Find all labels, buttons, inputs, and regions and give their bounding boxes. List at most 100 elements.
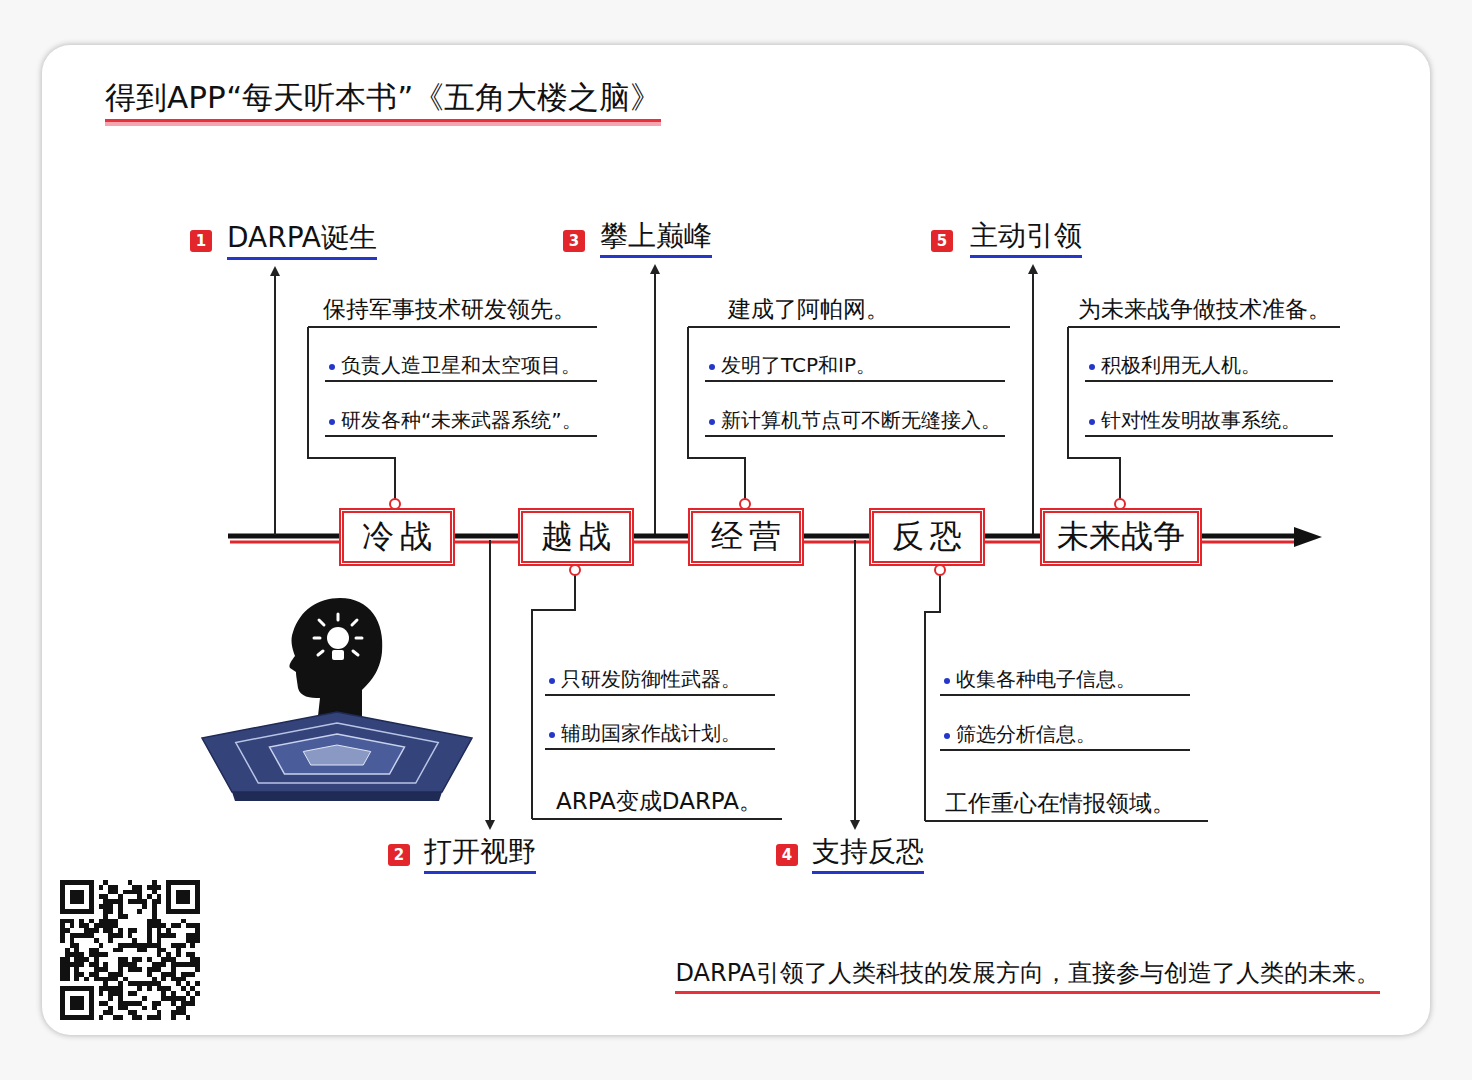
qr-module: [157, 923, 162, 928]
qr-module: [89, 962, 94, 967]
qr-module: [65, 957, 70, 962]
qr-module: [108, 923, 113, 928]
qr-module: [152, 962, 157, 967]
qr-module: [123, 977, 128, 982]
timeline-segment: [455, 534, 518, 539]
bullet-text: 筛选分析信息。: [956, 722, 1096, 746]
qr-module: [108, 996, 113, 1001]
qr-module: [186, 933, 191, 938]
pointer-arrowhead: [850, 820, 860, 830]
bulb-ray: [314, 637, 320, 640]
qr-module: [176, 981, 181, 986]
qr-module: [103, 1001, 108, 1006]
bullet-text: 积极利用无人机。: [1101, 353, 1261, 377]
summary-line: 建成了阿帕网。: [688, 295, 1010, 328]
qr-module: [60, 962, 65, 967]
qr-module: [113, 977, 118, 982]
era-name: 经营: [705, 519, 787, 554]
summary-line: ARPA变成DARPA。: [532, 787, 782, 820]
bullet-text: 针对性发明故事系统。: [1101, 408, 1301, 432]
qr-module: [99, 967, 104, 972]
qr-module: [113, 923, 118, 928]
timeline-box: 冷战: [339, 508, 455, 566]
qr-module: [157, 962, 162, 967]
qr-module: [108, 904, 113, 909]
qr-module: [137, 981, 142, 986]
qr-module: [74, 972, 79, 977]
qr-module: [171, 1001, 176, 1006]
qr-module: [79, 957, 84, 962]
qr-module: [186, 972, 191, 977]
qr-module: [176, 923, 181, 928]
qr-module: [186, 952, 191, 957]
qr-module: [94, 948, 99, 953]
qr-module: [181, 962, 186, 967]
bulb-ray: [318, 651, 323, 655]
qr-module: [132, 962, 137, 967]
qr-module: [123, 890, 128, 895]
qr-module: [99, 904, 104, 909]
qr-module: [152, 885, 157, 890]
timeline-box: 经营: [688, 508, 804, 566]
bulb-ray: [337, 614, 340, 620]
qr-module: [132, 1015, 137, 1020]
qr-module: [142, 981, 147, 986]
bullet-text: 负责人造卫星和太空项目。: [341, 353, 581, 377]
qr-module: [60, 972, 65, 977]
qr-module: [132, 1001, 137, 1006]
qr-module: [70, 943, 75, 948]
qr-module: [94, 972, 99, 977]
qr-module: [132, 928, 137, 933]
bullet-item: 筛选分析信息。: [940, 721, 1190, 751]
bulb-base: [332, 650, 344, 660]
qr-module: [157, 885, 162, 890]
qr-module: [99, 894, 104, 899]
qr-module: [171, 1015, 176, 1020]
qr-module: [132, 967, 137, 972]
qr-module: [79, 923, 84, 928]
qr-module: [128, 943, 133, 948]
qr-module: [161, 923, 166, 928]
qr-module: [118, 996, 123, 1001]
qr-module: [74, 943, 79, 948]
bullet-item: 新计算机节点可不断无缝接入。: [705, 407, 1005, 437]
qr-module: [118, 1006, 123, 1011]
qr-module: [181, 977, 186, 982]
qr-module: [190, 943, 195, 948]
qr-module: [103, 928, 108, 933]
qr-module: [142, 904, 147, 909]
qr-module: [89, 948, 94, 953]
qr-module: [128, 967, 133, 972]
qr-finder: [171, 885, 195, 909]
qr-module: [84, 957, 89, 962]
qr-module: [99, 986, 104, 991]
qr-module: [152, 1001, 157, 1006]
qr-code: [60, 880, 200, 1020]
qr-module: [128, 962, 133, 967]
qr-module: [147, 967, 152, 972]
qr-module: [166, 933, 171, 938]
qr-module: [99, 923, 104, 928]
qr-module: [74, 948, 79, 953]
bullet-text: 新计算机节点可不断无缝接入。: [721, 408, 1001, 432]
qr-module: [65, 919, 70, 924]
qr-module: [166, 996, 171, 1001]
qr-module: [181, 972, 186, 977]
timeline-box: 反恐: [869, 508, 985, 566]
pointer-arrowhead: [1028, 264, 1038, 274]
qr-module: [65, 967, 70, 972]
qr-module: [161, 986, 166, 991]
qr-module: [74, 962, 79, 967]
qr-module: [161, 948, 166, 953]
qr-module: [99, 1001, 104, 1006]
qr-module: [89, 919, 94, 924]
qr-module: [142, 943, 147, 948]
qr-module: [147, 943, 152, 948]
section-heading: DARPA诞生: [227, 221, 377, 260]
pointer-arrow: [489, 540, 491, 822]
qr-module: [190, 952, 195, 957]
qr-module: [103, 967, 108, 972]
callout-number: 1: [190, 230, 212, 252]
qr-module: [70, 952, 75, 957]
bullet-dot: [329, 364, 335, 370]
